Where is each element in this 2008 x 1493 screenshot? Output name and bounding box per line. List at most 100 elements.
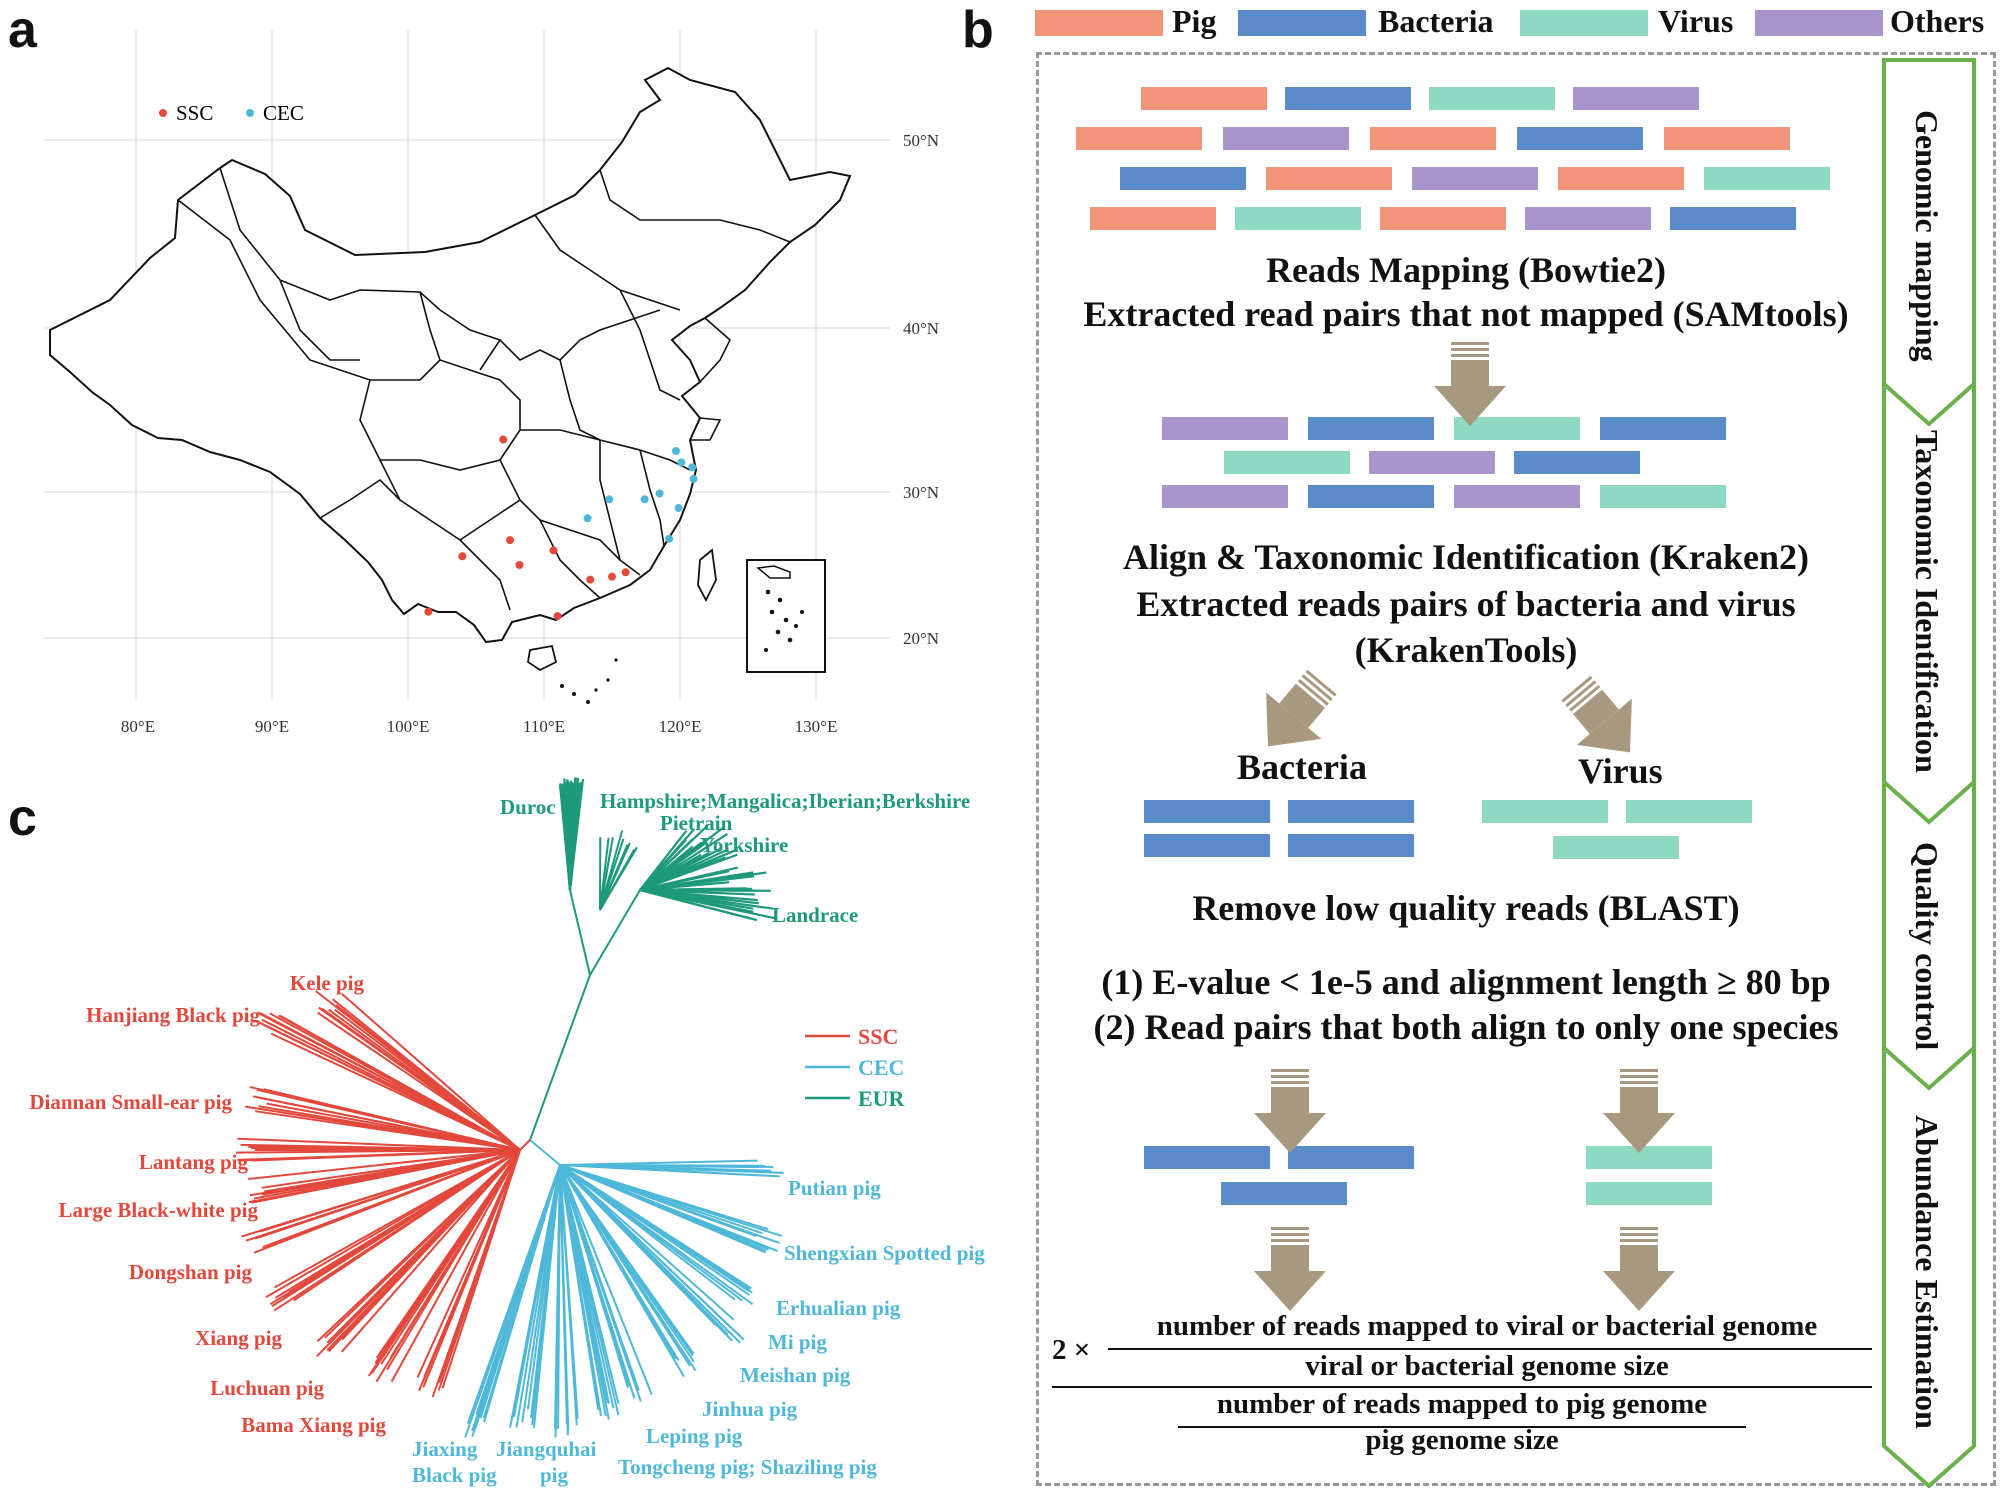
lon-label: 120°E xyxy=(659,717,702,736)
panel-label-a: a xyxy=(8,1,37,59)
china-map: 50°N 40°N 30°N 20°N 80°E 90°E 100°E 110°… xyxy=(44,30,939,736)
tree-branch xyxy=(559,1164,640,1391)
formula-denominator-top: number of reads mapped to pig genome xyxy=(1216,1388,1708,1420)
formula-prefix: 2 × xyxy=(1052,1334,1091,1366)
workflow-frame xyxy=(1036,52,1996,1486)
breed-label: Luchuan pig xyxy=(210,1376,324,1400)
tree-branch xyxy=(530,1164,561,1418)
legend-pig-swatch xyxy=(1035,10,1163,36)
tree-branch xyxy=(559,1164,717,1326)
breed-label: Mi pig xyxy=(768,1330,827,1354)
tree-branch xyxy=(639,888,771,892)
tree-branch xyxy=(422,1149,521,1388)
read-bar xyxy=(1235,207,1361,230)
tree-branch xyxy=(375,1149,521,1383)
legend-ssc-dot xyxy=(159,109,167,117)
read-bar xyxy=(1626,800,1752,823)
lon-label: 80°E xyxy=(121,717,155,736)
tree-branch xyxy=(559,1164,653,1395)
read-bar xyxy=(1162,417,1288,440)
province-borders xyxy=(177,167,791,611)
tree-branch xyxy=(559,1164,780,1244)
breed-label: pig xyxy=(540,1463,569,1487)
breed-label: Large Black-white pig xyxy=(59,1198,259,1222)
breed-label: Bama Xiang pig xyxy=(241,1413,386,1437)
step-mapping-subtitle: Extracted read pairs that not mapped (SA… xyxy=(1083,294,1849,334)
read-bar xyxy=(1288,1146,1414,1169)
tree-branch xyxy=(237,1137,521,1151)
tree-branch xyxy=(559,1159,758,1166)
tree-branch xyxy=(278,1014,521,1151)
breed-label: Shengxian Spotted pig xyxy=(784,1241,985,1265)
hainan-island xyxy=(527,644,558,672)
legend-virus-label: Virus xyxy=(1658,3,1734,39)
legend-cec-dot xyxy=(246,109,254,117)
tree-branch xyxy=(341,993,521,1151)
arrow-down xyxy=(1434,342,1506,426)
bacteria-branch-label: Bacteria xyxy=(1237,747,1367,787)
cec-sample-point xyxy=(583,514,592,523)
tree-branch xyxy=(321,1007,521,1151)
tree-branch xyxy=(599,848,612,911)
tree-branch xyxy=(559,1164,609,1404)
read-bar xyxy=(1285,87,1411,110)
ssc-sample-point xyxy=(499,435,508,444)
read-bar xyxy=(1288,834,1414,857)
lon-label: 90°E xyxy=(255,717,289,736)
tree-legend-cec: CEC xyxy=(858,1055,904,1080)
tree-branch xyxy=(599,846,638,911)
step-taxonomy-tool: (KrakenTools) xyxy=(1354,630,1578,670)
legend-pig-label: Pig xyxy=(1172,3,1217,39)
read-bar xyxy=(1670,207,1796,230)
formula-numerator-top: number of reads mapped to viral or bacte… xyxy=(1156,1310,1818,1342)
ssc-sample-point xyxy=(458,552,467,561)
ssc-sample-point xyxy=(608,572,616,581)
read-bar xyxy=(1482,800,1608,823)
read-bar xyxy=(1600,485,1726,508)
breed-label: Pietrain xyxy=(660,811,733,835)
read-bar xyxy=(1076,127,1202,150)
formula-numerator-bottom: viral or bacterial genome size xyxy=(1305,1350,1669,1382)
tree-branch xyxy=(559,1164,603,1417)
tree-branch xyxy=(529,1139,561,1166)
read-bar xyxy=(1141,87,1267,110)
stage-genomic-mapping: Genomic mapping xyxy=(1909,110,1945,362)
read-bar xyxy=(1573,87,1699,110)
tree-branch xyxy=(559,1164,754,1305)
tree-branch xyxy=(390,1149,521,1383)
tree-branch xyxy=(245,1149,521,1242)
lat-label: 20°N xyxy=(903,629,939,648)
tree-branch xyxy=(334,1008,521,1151)
tree-branch xyxy=(273,1149,521,1312)
read-bar xyxy=(1514,451,1640,474)
tree-branch xyxy=(559,1164,750,1288)
tree-branch xyxy=(639,888,778,920)
abundance-formula: 2 × number of reads mapped to viral or b… xyxy=(1052,1310,1872,1456)
tree-legend-ssc: SSC xyxy=(858,1024,898,1049)
tree-branch xyxy=(509,1164,561,1428)
read-bar xyxy=(1429,87,1555,110)
breed-label: Dongshan pig xyxy=(129,1260,253,1284)
tree-branch xyxy=(568,778,585,891)
legend-virus-swatch xyxy=(1520,10,1648,36)
read-bar xyxy=(1525,207,1651,230)
tree-branch xyxy=(559,1164,691,1367)
read-bar xyxy=(1144,834,1270,857)
breed-label: Landrace xyxy=(772,903,858,927)
tree-branch xyxy=(589,889,641,976)
read-bar xyxy=(1144,800,1270,823)
tree-branch xyxy=(471,1164,561,1432)
formula-inner-line xyxy=(1108,1348,1872,1350)
ssc-sample-point xyxy=(506,536,514,545)
breed-label: Jiangquhai xyxy=(496,1437,597,1461)
stage-abundance-estimation: Abundance Estimation xyxy=(1909,1115,1945,1429)
tree-branch xyxy=(559,1164,774,1168)
lon-label: 110°E xyxy=(523,717,565,736)
tree-branch xyxy=(559,1164,742,1338)
south-sea-islands xyxy=(560,658,618,704)
tree-branch xyxy=(326,1149,521,1344)
tree-branch xyxy=(256,1088,521,1151)
quality-criterion-1: (1) E-value < 1e-5 and alignment length … xyxy=(1101,962,1831,1002)
workflow-graphics xyxy=(1076,87,1830,1311)
cec-sample-point xyxy=(677,458,686,467)
